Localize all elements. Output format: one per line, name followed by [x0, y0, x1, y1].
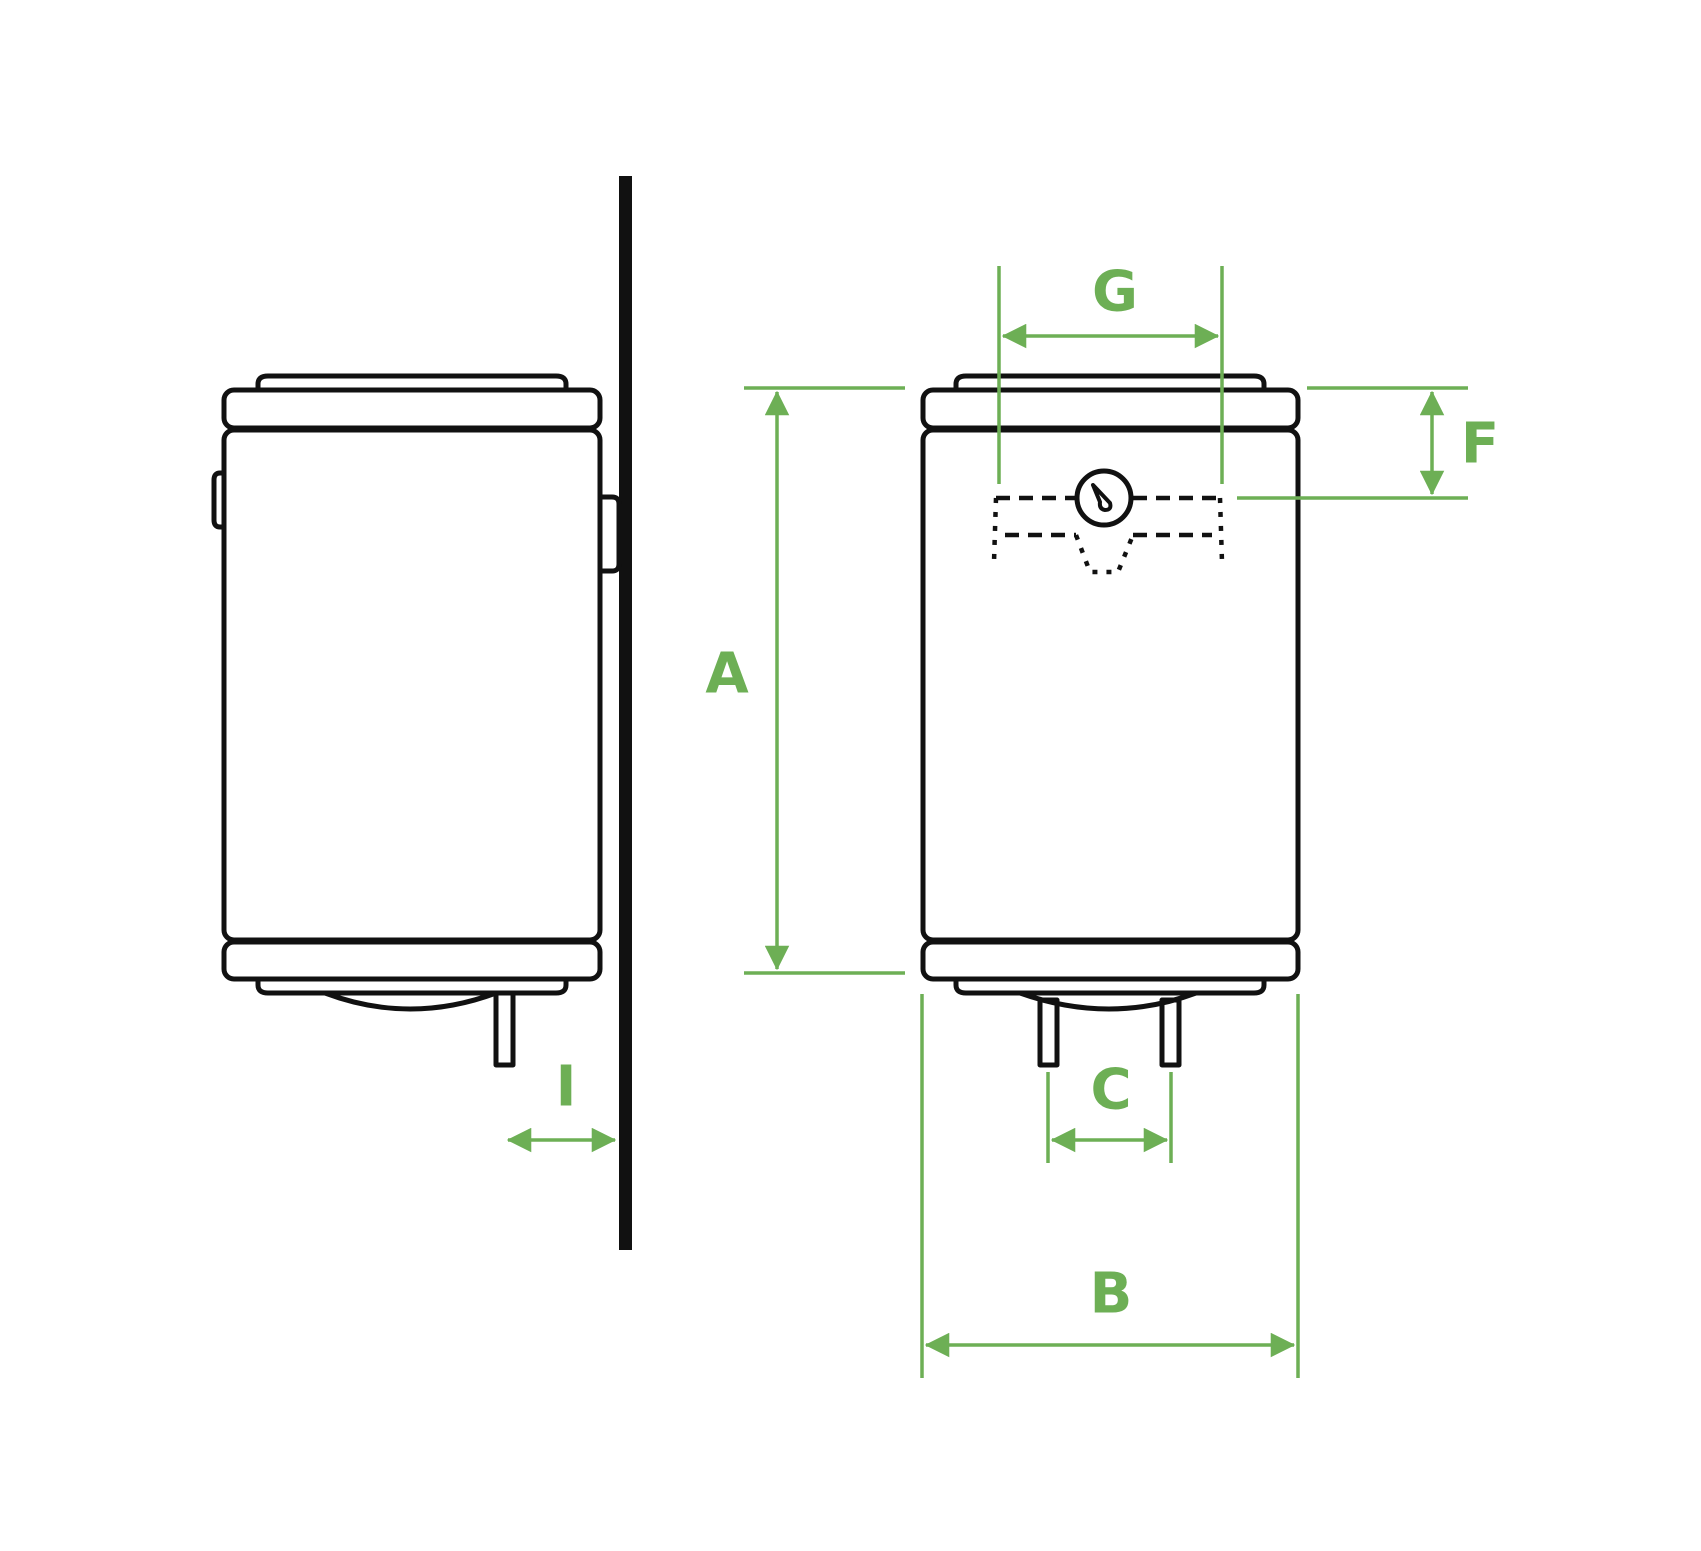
front-view	[920, 373, 1301, 1068]
side-body	[221, 427, 603, 943]
dimension-A: A	[705, 386, 905, 975]
label-G: G	[1092, 260, 1138, 325]
front-bottom-cap	[953, 979, 1267, 996]
dimension-C: C	[1046, 1058, 1173, 1163]
wall	[619, 176, 632, 1250]
label-I: I	[556, 1055, 577, 1120]
side-pipe	[493, 990, 516, 1068]
front-pipe-left	[1037, 997, 1060, 1068]
side-thermostat-knob	[211, 470, 224, 530]
front-top-cap	[953, 373, 1267, 390]
side-wall-bracket	[600, 494, 622, 574]
dimension-B: B	[920, 994, 1300, 1378]
label-B: B	[1090, 1262, 1133, 1327]
dimension-I: I	[506, 1055, 617, 1153]
front-pipe-right	[1159, 997, 1182, 1068]
dimension-F: F	[1237, 386, 1499, 500]
side-bottom-cap	[255, 979, 569, 996]
side-top-cap	[255, 373, 569, 390]
side-view	[211, 176, 632, 1250]
label-C: C	[1090, 1058, 1131, 1123]
label-F: F	[1461, 412, 1499, 477]
side-top-band	[221, 387, 603, 431]
front-top-band	[920, 387, 1301, 431]
dimension-G: G	[997, 260, 1224, 484]
side-bottom-dome	[324, 990, 497, 1012]
mounting-bracket-hidden	[991, 495, 1225, 575]
label-A: A	[705, 642, 749, 707]
gauge-icon	[1074, 468, 1134, 528]
side-bottom-band	[221, 939, 603, 982]
front-bottom-band	[920, 939, 1301, 982]
